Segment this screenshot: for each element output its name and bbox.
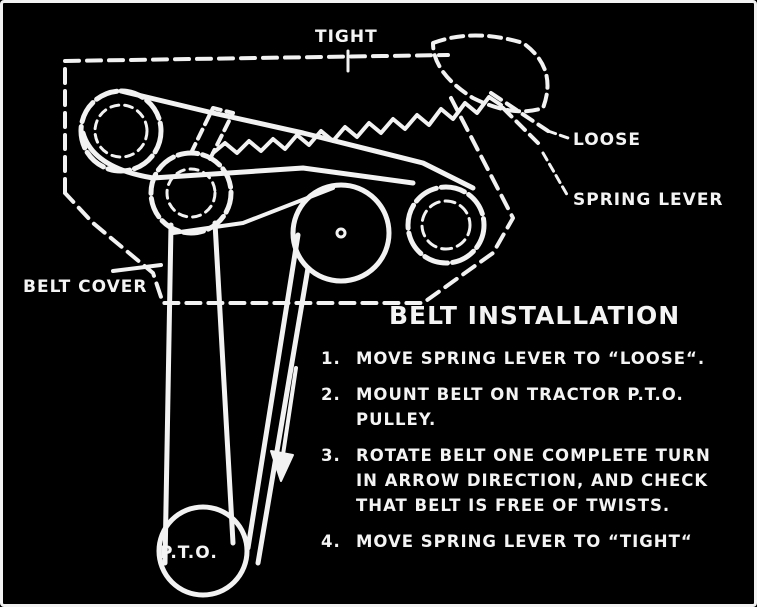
loose-leader bbox=[546, 129, 570, 140]
step-item: 3. ROTATE BELT ONE COMPLETE TURN IN ARRO… bbox=[321, 443, 751, 518]
instruction-steps: 1. MOVE SPRING LEVER TO “LOOSE“. 2. MOUN… bbox=[321, 346, 751, 565]
spring-lever-stem bbox=[489, 91, 550, 145]
step-item: 4. MOVE SPRING LEVER TO “TIGHT“ bbox=[321, 529, 751, 554]
step-item: 2. MOUNT BELT ON TRACTOR P.T.O. PULLEY. bbox=[321, 382, 751, 432]
belt-upper-run bbox=[118, 88, 476, 191]
spring-lever-handle bbox=[431, 33, 550, 114]
tension-pulley bbox=[148, 150, 234, 236]
belt-routing-diagram bbox=[63, 33, 571, 598]
belt-cover-leader bbox=[111, 263, 163, 273]
direction-arrow bbox=[279, 366, 298, 470]
right-idler-pulley bbox=[405, 184, 487, 266]
step-item: 1. MOVE SPRING LEVER TO “LOOSE“. bbox=[321, 346, 751, 371]
left-idler-pulley bbox=[78, 88, 164, 174]
pto-pulley bbox=[156, 504, 250, 598]
step-number: 2. bbox=[321, 385, 341, 404]
step-number: 1. bbox=[321, 349, 341, 368]
belt-to-pto bbox=[162, 220, 311, 566]
belt-cover-outline bbox=[63, 53, 515, 305]
pto-label: P.T.O. bbox=[160, 543, 218, 563]
step-number: 3. bbox=[321, 446, 341, 465]
drive-pulley bbox=[290, 182, 392, 284]
belt-cover-label: BELT COVER bbox=[23, 277, 148, 297]
instructions-title: BELT INSTALLATION bbox=[389, 301, 681, 330]
step-text: MOUNT BELT ON TRACTOR P.T.O. PULLEY. bbox=[356, 385, 684, 429]
step-text: ROTATE BELT ONE COMPLETE TURN IN ARROW D… bbox=[356, 446, 711, 515]
tight-label: TIGHT bbox=[315, 27, 378, 47]
loose-label: LOOSE bbox=[573, 130, 641, 150]
spring-lever-label: SPRING LEVER bbox=[573, 190, 724, 210]
step-number: 4. bbox=[321, 532, 341, 551]
spring-lever-leader bbox=[541, 151, 571, 200]
step-text: MOVE SPRING LEVER TO “TIGHT“ bbox=[356, 532, 693, 551]
tension-spring bbox=[211, 95, 503, 155]
step-text: MOVE SPRING LEVER TO “LOOSE“. bbox=[356, 349, 706, 368]
